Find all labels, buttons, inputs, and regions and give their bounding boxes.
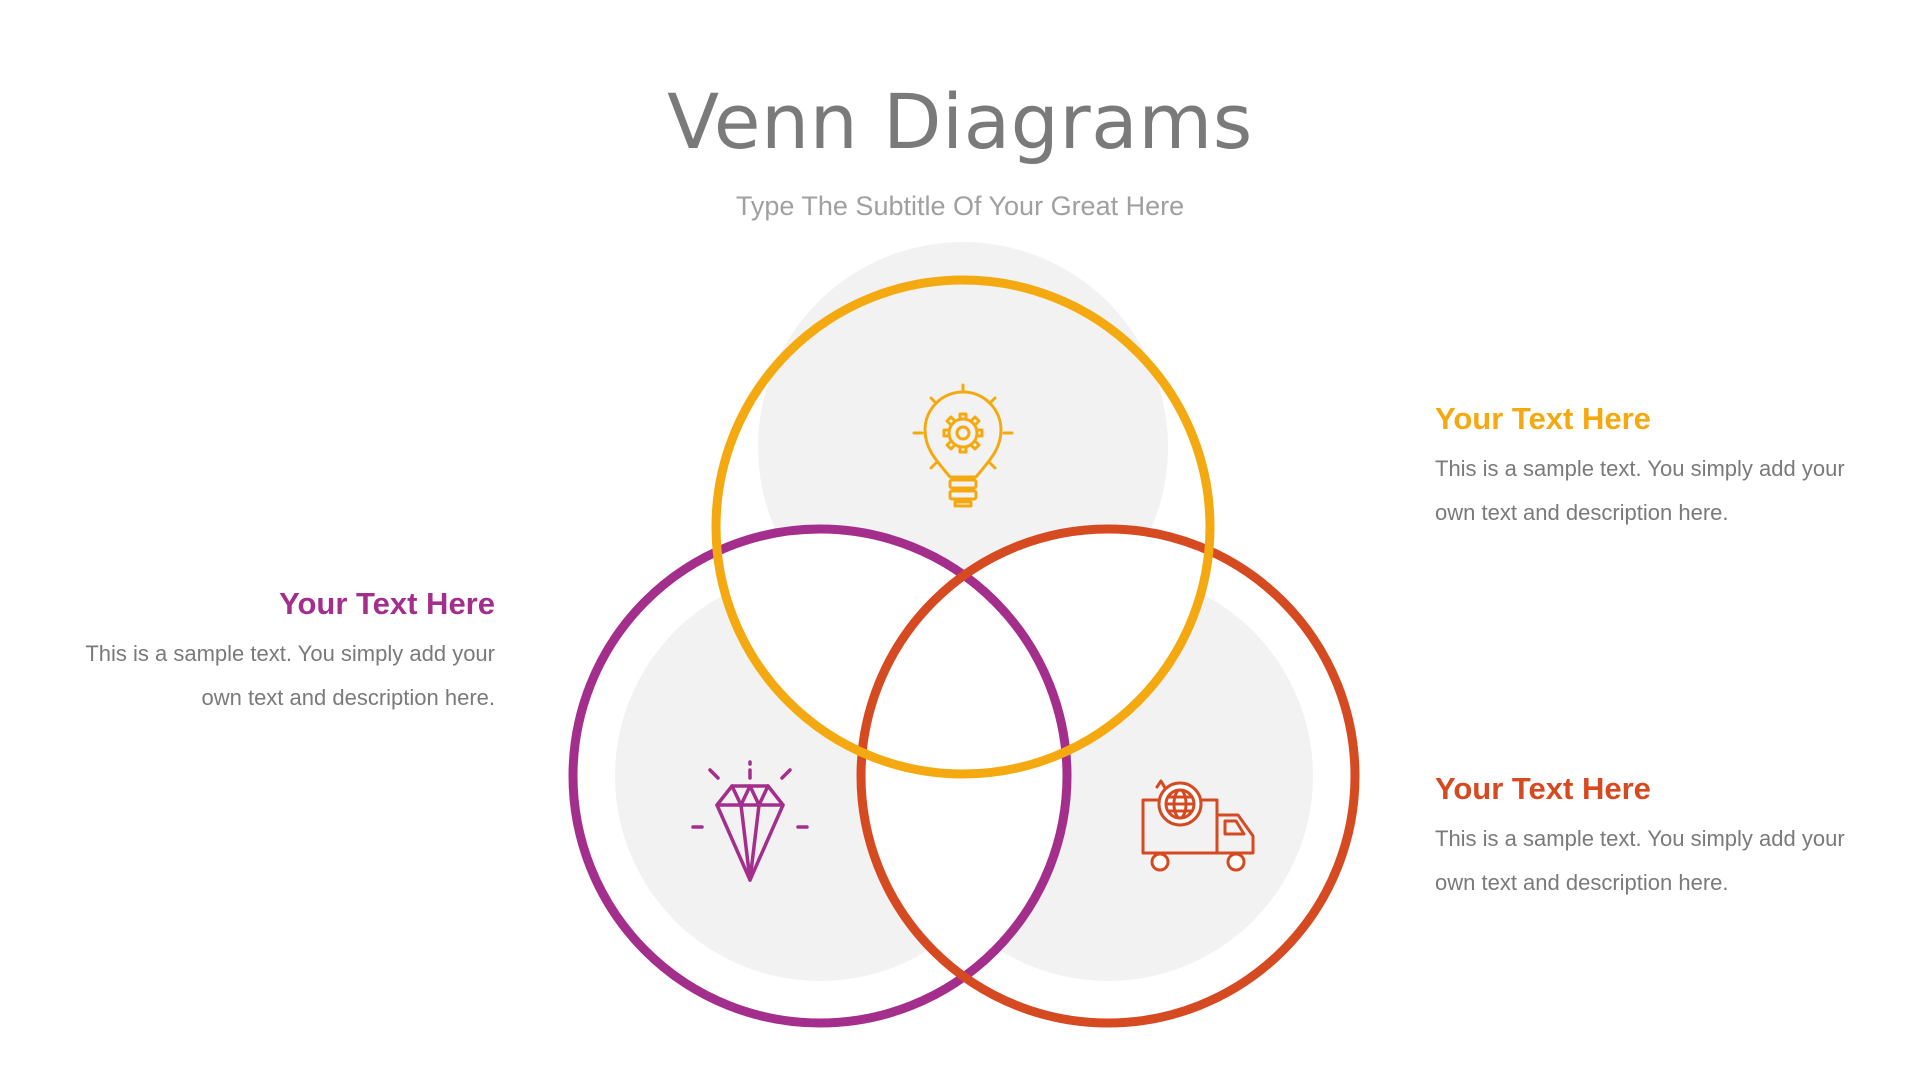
text-block-top-right-heading: Your Text Here: [1435, 401, 1651, 436]
text-block-bottom-right-body: This is a sample text. You simply add yo…: [1435, 826, 1845, 896]
text-block-top-right: Your Text Here This is a sample text. Yo…: [1435, 400, 1875, 535]
text-block-left: Your Text Here This is a sample text. Yo…: [55, 585, 495, 720]
text-block-top-right-body: This is a sample text. You simply add yo…: [1435, 456, 1845, 526]
right-circle-outline: [856, 524, 1360, 1028]
top-circle-outline: [711, 275, 1215, 779]
lightbulb-gear-icon: [912, 383, 1014, 508]
diamond-icon: [691, 760, 809, 882]
delivery-truck-globe-icon: [1141, 779, 1255, 872]
left-circle-outline: [568, 524, 1072, 1028]
text-block-left-heading: Your Text Here: [279, 586, 495, 621]
text-block-left-body: This is a sample text. You simply add yo…: [85, 641, 495, 711]
text-block-bottom-right-heading: Your Text Here: [1435, 771, 1651, 806]
overlap-regions: [716, 526, 1210, 1023]
text-block-bottom-right: Your Text Here This is a sample text. Yo…: [1435, 770, 1875, 905]
page-subtitle: Type The Subtitle Of Your Great Here: [735, 191, 1185, 221]
page-title: Venn Diagrams: [667, 77, 1253, 166]
